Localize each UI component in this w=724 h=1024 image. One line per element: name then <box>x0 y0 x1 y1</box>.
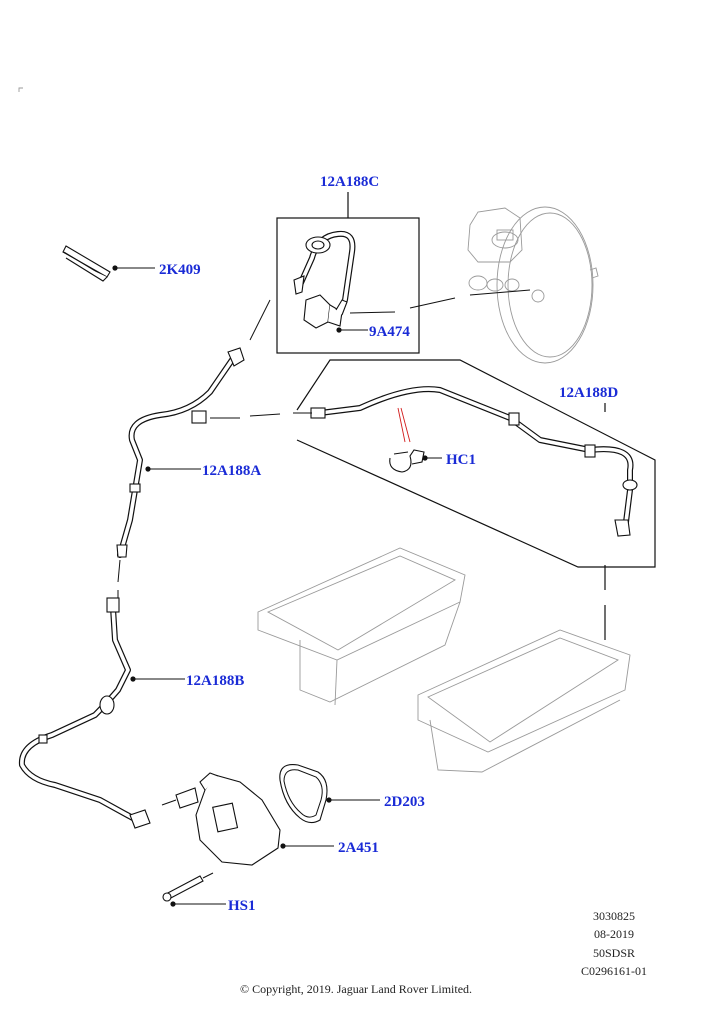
callout-12A188C: 12A188C <box>320 174 379 190</box>
crop-mark <box>18 87 23 92</box>
meta-line: 08-2019 <box>594 927 634 941</box>
oil-pan-illustration-lower <box>417 629 631 773</box>
callout-label: HS1 <box>228 898 256 914</box>
callout-label: 2A451 <box>338 840 379 856</box>
hose-12A188D <box>310 386 638 537</box>
callout-12A188B: 12A188B <box>130 673 244 689</box>
valve-9A474 <box>303 294 348 329</box>
callout-9A474: 9A474 <box>336 324 410 340</box>
hose-12A188C <box>293 230 356 303</box>
group-box-12A188D <box>296 359 656 640</box>
copyright-notice: © Copyright, 2019. Jaguar Land Rover Lim… <box>240 982 472 996</box>
oil-pan-illustration-upper <box>257 547 466 706</box>
callout-HS1: HS1 <box>170 898 256 914</box>
callout-12A188A: 12A188A <box>145 463 261 479</box>
meta-line: 3030825 <box>593 909 635 923</box>
callout-label: 9A474 <box>369 324 410 340</box>
clip-HC1 <box>389 449 425 473</box>
hose-12A188A <box>116 347 245 583</box>
callout-label: 2K409 <box>159 262 201 278</box>
vacuum-pump-2A451 <box>161 772 281 866</box>
hc1-location-marker <box>397 407 411 443</box>
callout-2A451: 2A451 <box>280 840 379 856</box>
callout-2K409: 2K409 <box>112 262 201 278</box>
callout-label: 12A188B <box>186 673 244 689</box>
callout-label: 12A188C <box>320 174 379 190</box>
dashed-link-booster <box>349 289 531 314</box>
part-2K409 <box>62 245 111 282</box>
callout-12A188D: 12A188D <box>559 385 618 401</box>
callout-label: 12A188A <box>202 463 261 479</box>
callout-label: 12A188D <box>559 385 618 401</box>
meta-line: 50SDSR <box>593 946 635 960</box>
hose-12A188B <box>18 590 151 829</box>
callout-label: 2D203 <box>384 794 425 810</box>
callout-HC1: HC1 <box>422 452 476 468</box>
brake-booster-illustration <box>467 206 599 364</box>
callout-label: HC1 <box>446 452 476 468</box>
bolt-HS1 <box>162 872 214 902</box>
callout-2D203: 2D203 <box>326 794 425 810</box>
gasket-2D203 <box>279 764 328 824</box>
group-box-12A188C <box>276 192 420 354</box>
illustration-meta: 3030825 08-2019 50SDSR C0296161-01 <box>581 909 647 978</box>
leader-12A188C-down <box>249 299 271 341</box>
meta-line: C0296161-01 <box>581 964 647 978</box>
